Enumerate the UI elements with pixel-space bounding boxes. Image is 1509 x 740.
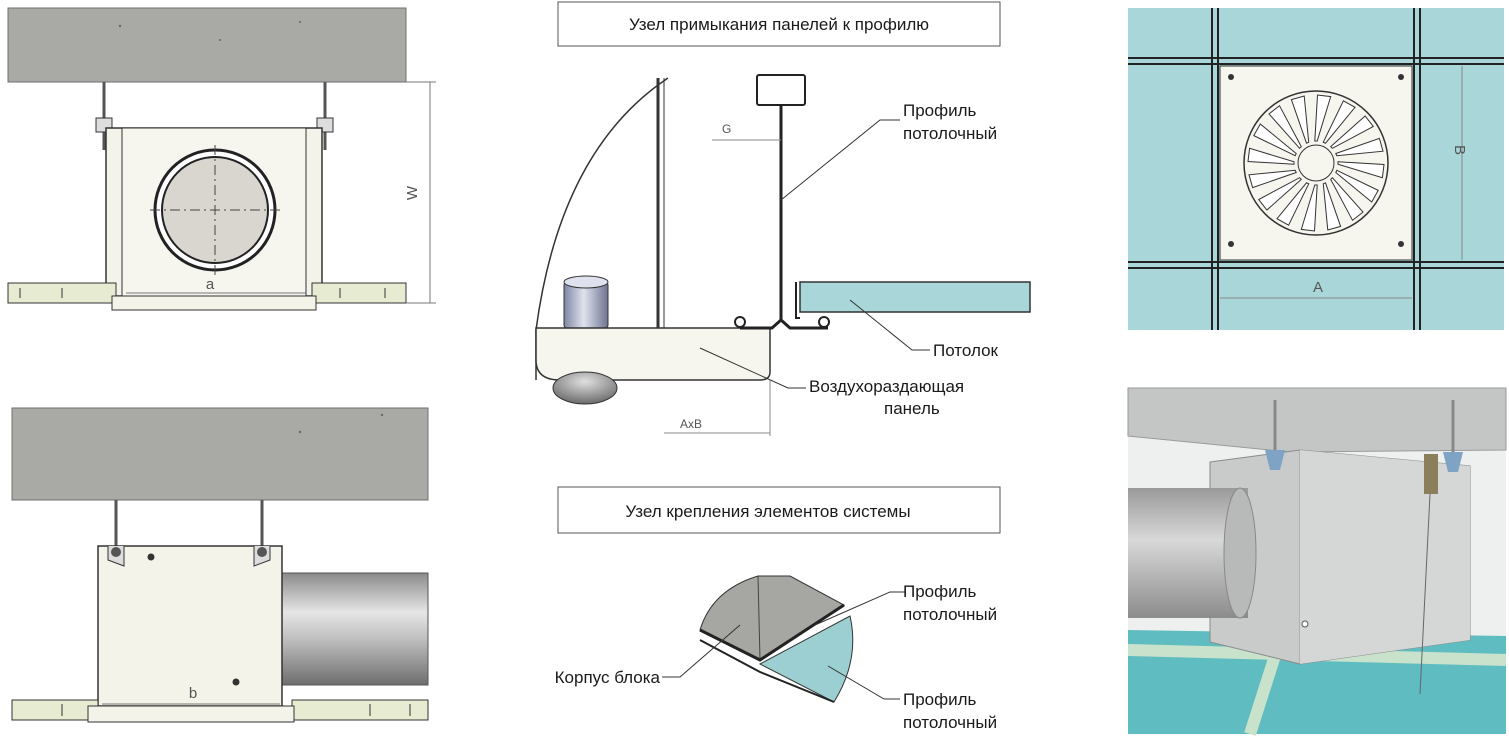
plan-view-section: B A [1128, 8, 1504, 330]
foot-part [552, 371, 618, 405]
dim-a: a [206, 276, 215, 293]
dim-w: W [404, 185, 421, 200]
diffuser-hub [1297, 144, 1335, 182]
profile-mid-label-1: Профиль [903, 582, 977, 601]
air-panel [535, 327, 771, 381]
block-body-label: Корпус блока [555, 668, 661, 687]
ceiling-rail [291, 699, 429, 721]
concrete-slab [7, 7, 407, 83]
front-view-section: a W [7, 7, 436, 311]
profile-label-2: потолочный [903, 124, 997, 143]
concrete-slab [11, 407, 429, 501]
diffuser-slot [1248, 169, 1297, 189]
diffuser-slot [1329, 115, 1375, 149]
plenum-box [97, 545, 283, 707]
ceiling-label: Потолок [933, 341, 999, 360]
dim-b: b [189, 685, 197, 702]
diffuser-slot [1253, 123, 1297, 157]
render-3d-section [1127, 387, 1507, 736]
diffuser-slot [1268, 104, 1302, 150]
profile-label-1: Профиль [903, 101, 977, 120]
title-box-junction [557, 1, 1001, 47]
junction-title: Узел примыкания панелей к профилю [629, 15, 929, 34]
diffuser-slot [1335, 169, 1379, 203]
air-panel-label-1: Воздухораздающая [809, 377, 964, 396]
diffuser-slot [1337, 161, 1385, 179]
side-view-section: b [11, 407, 429, 723]
profile-mid-label-2: потолочный [903, 605, 997, 624]
diffuser-slot [1322, 100, 1356, 144]
profile-bot-label-1: Профиль [903, 690, 977, 709]
cylinder-part [563, 281, 609, 329]
dim-axb: AxB [680, 417, 702, 431]
block-body-corner [699, 575, 845, 661]
ceiling-rail [311, 282, 407, 304]
profile-top-box [756, 74, 806, 106]
diffuser-slot [1314, 94, 1332, 142]
dim-b-plan: B [1451, 145, 1468, 155]
diffuser-slot [1290, 95, 1310, 144]
concrete-slab-3d [1127, 387, 1507, 453]
diffuser-slot [1300, 184, 1318, 232]
mounting-detail-section: Узел крепления элементов системы Профиль… [555, 486, 1001, 732]
ceiling-rail [11, 699, 99, 721]
swirl-diffuser [1243, 90, 1389, 236]
profile-bot-label-2: потолочный [903, 713, 997, 732]
diffuser-slot [1335, 137, 1384, 157]
air-panel-label-2: панель [884, 399, 940, 418]
duct-pipe [279, 572, 429, 686]
title-box-mounting [557, 486, 1001, 534]
diffuser-slot [1276, 182, 1310, 226]
diffuser-slot [1330, 176, 1364, 222]
diffuser-face [1219, 65, 1413, 261]
dim-g: G [722, 122, 731, 136]
diffuser-ring [1243, 90, 1389, 236]
diffuser-slot [1247, 147, 1295, 165]
dim-a-plan: A [1313, 279, 1323, 296]
diffuser-slot [1257, 177, 1303, 211]
junction-detail-section: Узел примыкания панелей к профилю G AxB … [535, 1, 1031, 436]
diffuser-slot [1322, 182, 1342, 231]
profile-teal [758, 615, 854, 703]
ceiling-tile [799, 281, 1031, 313]
mounting-title: Узел крепления элементов системы [625, 502, 910, 521]
